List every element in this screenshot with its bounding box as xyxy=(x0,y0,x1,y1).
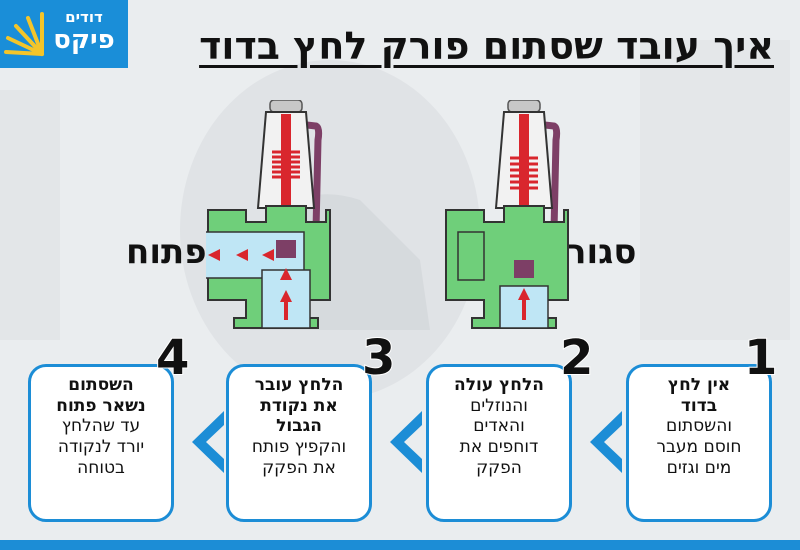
valve-closed-illustration xyxy=(445,100,569,329)
chevron-left-icon xyxy=(192,411,224,473)
step-3-body-line-2: את הפקק xyxy=(262,457,336,478)
valve-open-illustration xyxy=(206,100,331,329)
step-3-body-line-1: והקפיץ פותח xyxy=(251,437,347,458)
step-4-body-line-3: בטוחה xyxy=(77,457,125,478)
chevron-left-icon xyxy=(390,411,422,473)
flow-arrow xyxy=(236,249,248,261)
step-1-body-line-2: חוסם מעבר xyxy=(656,437,742,458)
step-number-1: 1 xyxy=(743,329,778,387)
valve-disc xyxy=(276,240,296,258)
step-4-heading-line-2: נשאר פתוח xyxy=(56,395,146,416)
spring-coil xyxy=(510,156,538,190)
step-card-4: השסתום נשאר פתוח עד שהלחץ יורד לנקודה בט… xyxy=(28,364,174,522)
valve-stem xyxy=(281,114,291,254)
step-number-4: 4 xyxy=(155,329,190,387)
step-number-2: 2 xyxy=(559,329,594,387)
step-card-1: אין לחץ בדוד והשסתום חוסם מעבר מים וגזים xyxy=(626,364,772,522)
pressure-arrow xyxy=(518,288,530,300)
valve-disc xyxy=(514,260,534,278)
step-1-heading-line-2: בדוד xyxy=(680,395,718,416)
valve-cap xyxy=(269,100,303,113)
step-2-heading-line-1: הלחץ עולה xyxy=(454,375,544,395)
step-number-3: 3 xyxy=(361,329,396,387)
page-title: איך עובד שסתום פורק לחץ בדוד xyxy=(199,24,774,68)
pressure-arrow xyxy=(280,268,292,280)
step-4-body-line-2: יורד לנקודה xyxy=(57,437,145,458)
logo-line-1: דודים xyxy=(65,8,103,26)
step-1-body-line-3: מים וגזים xyxy=(666,457,732,478)
lever-arm xyxy=(532,120,561,234)
step-2-body-line-2: והאדים xyxy=(473,416,525,437)
logo-text: דודים פיקס xyxy=(44,8,124,55)
side-port xyxy=(457,231,485,281)
step-1-heading-line-1: אין לחץ xyxy=(667,375,731,395)
pressure-arrow xyxy=(280,290,292,302)
step-card-2: הלחץ עולה והנוזלים והאדים דוחפים את הפקק xyxy=(426,364,572,522)
flow-arrow xyxy=(262,249,274,261)
step-4-heading-line-1: השסתום xyxy=(68,375,134,395)
bottom-accent-bar xyxy=(0,540,800,550)
lever-arm xyxy=(294,120,323,234)
step-card-3: הלחץ עובר את נקודת הגבול והקפיץ פותח את … xyxy=(226,364,372,522)
step-3-heading-line-1: הלחץ עובר xyxy=(254,375,344,395)
chevron-left-icon xyxy=(590,411,622,473)
logo: דודים פיקס xyxy=(0,0,128,68)
state-label-closed: סגור xyxy=(566,232,637,272)
step-2-body-line-1: והנוזלים xyxy=(470,395,528,416)
spring-coil xyxy=(272,150,300,179)
flow-arrow xyxy=(208,249,220,261)
step-3-heading-line-2: את נקודת xyxy=(260,395,338,416)
logo-line-2: פיקס xyxy=(53,25,115,55)
state-label-open: פתוח xyxy=(126,232,207,272)
step-4-body-line-1: עד שהלחץ xyxy=(61,416,141,437)
step-1-body-line-1: והשסתום xyxy=(666,416,732,437)
step-2-body-line-4: הפקק xyxy=(476,457,522,478)
sunburst-icon xyxy=(4,12,44,56)
valve-cap xyxy=(507,100,541,113)
step-2-body-line-3: דוחפים את xyxy=(459,437,539,458)
step-3-heading-line-3: הגבול xyxy=(276,416,322,437)
